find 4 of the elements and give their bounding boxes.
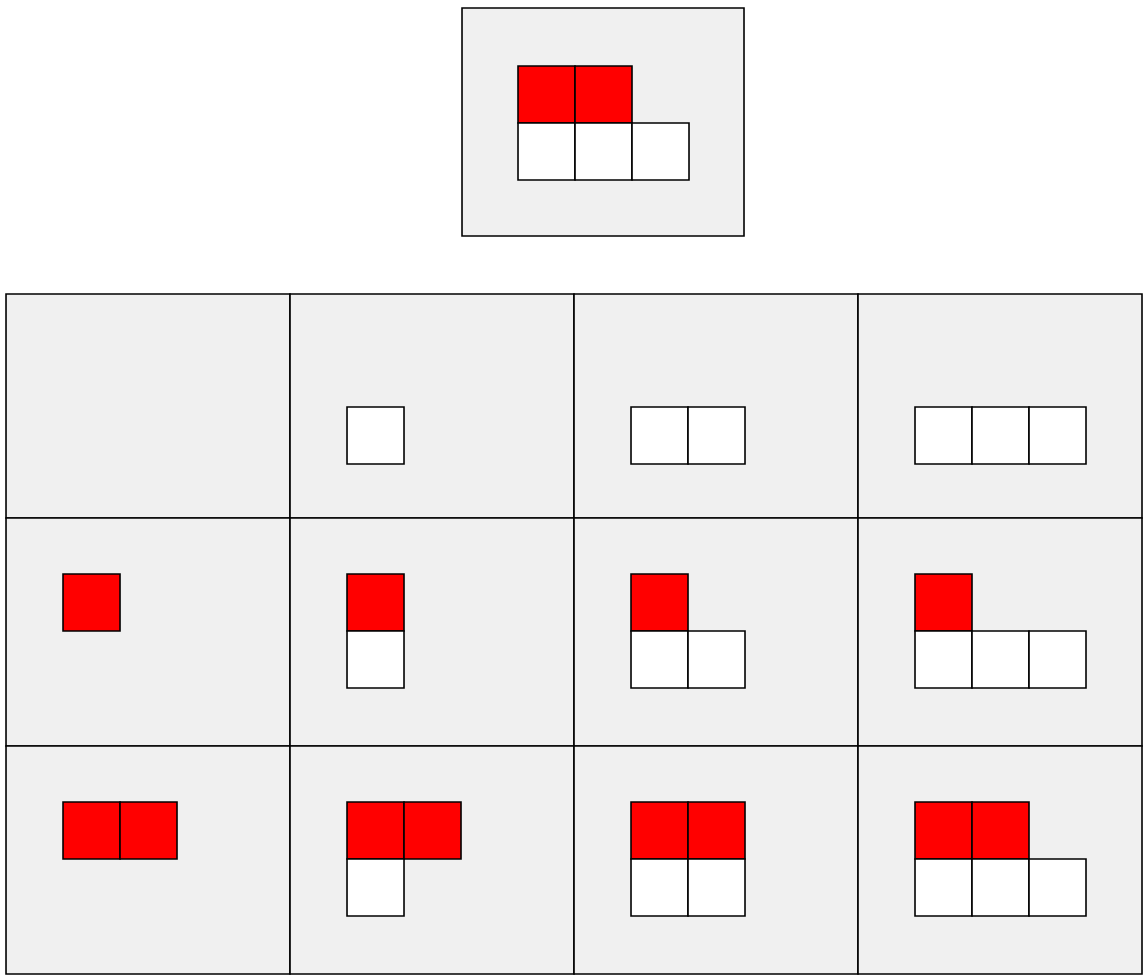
- panel-box: [289, 293, 575, 519]
- panel-box: [573, 293, 859, 519]
- panel-box: [5, 293, 291, 519]
- panel-box: [5, 517, 291, 747]
